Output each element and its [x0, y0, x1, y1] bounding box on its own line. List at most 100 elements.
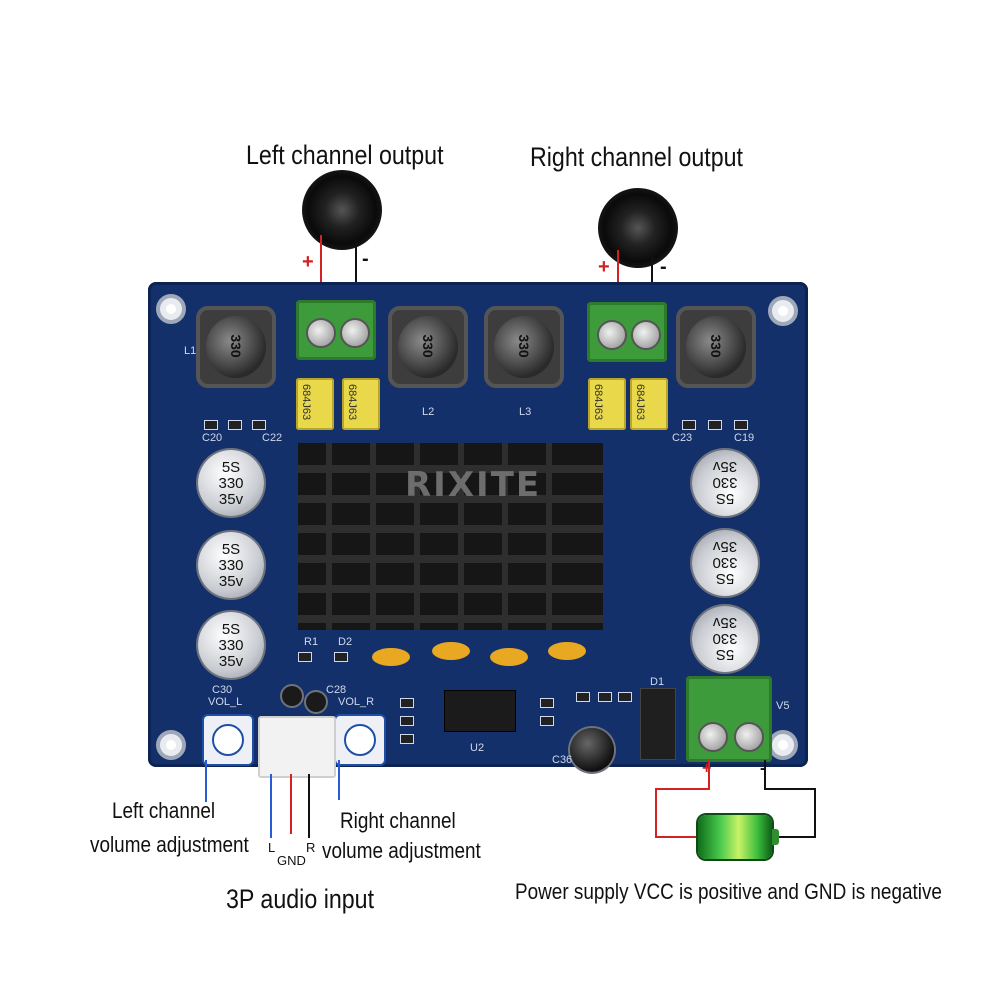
- left-channel-output-label: Left channel output: [246, 140, 444, 170]
- silk-r1: R1: [304, 636, 319, 648]
- brand-logo: RIXITE: [405, 465, 542, 505]
- left-volume-potentiometer[interactable]: [204, 716, 252, 764]
- silk-l2: L2: [422, 406, 435, 418]
- silk-l1: L1: [184, 345, 197, 357]
- battery-icon: [698, 815, 779, 859]
- smd-c20: [204, 420, 218, 430]
- left-speaker-red-wire: [320, 235, 322, 310]
- audio-pin-l-label: L: [268, 840, 276, 855]
- inductor-l3: 330: [484, 306, 564, 388]
- right-channel-output-label: Right channel output: [530, 142, 744, 172]
- right-volume-potentiometer[interactable]: [336, 716, 384, 764]
- power-plus-sign: +: [702, 760, 712, 777]
- smd-7: [598, 692, 612, 702]
- power-black-wire-to-battery: [778, 836, 816, 838]
- smd-c19: [734, 420, 748, 430]
- silk-d2: D2: [338, 636, 353, 648]
- diode-d1: [640, 688, 676, 760]
- right-minus-sign: -: [660, 256, 667, 278]
- audio-input-label: 3P audio input: [226, 884, 375, 914]
- smd-2: [400, 716, 414, 726]
- left-pot-callout-line: [205, 760, 207, 802]
- silk-v5: V5: [776, 700, 790, 712]
- smd-3: [400, 734, 414, 744]
- left-volume-label-line1: Left channel: [112, 798, 216, 823]
- power-supply-note: Power supply VCC is positive and GND is …: [515, 879, 942, 904]
- silk-vol-r: VOL_R: [338, 696, 375, 708]
- power-red-wire-vertical: [708, 760, 710, 790]
- silk-d1: D1: [650, 676, 665, 688]
- silk-c20: C20: [202, 432, 223, 444]
- film-capacitor-3: 684J63: [588, 378, 626, 430]
- smd-r1: [298, 652, 312, 662]
- film-capacitor-2: 684J63: [342, 378, 380, 430]
- smd-d2: [334, 652, 348, 662]
- smd-5: [540, 716, 554, 726]
- power-minus-sign: -: [760, 760, 766, 777]
- left-speaker-black-wire: [355, 240, 357, 305]
- inductor-l2: 330: [388, 306, 468, 388]
- smd-c22: [252, 420, 266, 430]
- right-terminal-screw-1[interactable]: [597, 320, 627, 350]
- left-terminal-screw-1[interactable]: [306, 318, 336, 348]
- audio-gnd-wire: [290, 774, 292, 834]
- power-black-wire-horizontal: [764, 788, 816, 790]
- mounting-hole-bottom-left: [156, 730, 186, 760]
- mounting-hole-top-left: [156, 294, 186, 324]
- left-output-terminal[interactable]: [296, 300, 376, 360]
- audio-pin-gnd-label: GND: [277, 853, 306, 868]
- right-output-terminal[interactable]: [587, 302, 667, 362]
- power-terminal-screw-2[interactable]: [734, 722, 764, 752]
- power-black-wire-vertical: [764, 760, 766, 790]
- film-capacitor-1: 684J63: [296, 378, 334, 430]
- smd-r9: [708, 420, 722, 430]
- smd-1: [400, 698, 414, 708]
- silk-c22: C22: [262, 432, 283, 444]
- film-capacitor-4: 684J63: [630, 378, 668, 430]
- ferrite-bead-1: [372, 648, 410, 666]
- audio-input-connector[interactable]: [258, 716, 336, 778]
- ferrite-bead-4: [548, 642, 586, 660]
- smd-r8: [228, 420, 242, 430]
- power-black-wire-down: [814, 788, 816, 838]
- electrolytic-cap-c36: [570, 728, 614, 772]
- smd-c23: [682, 420, 696, 430]
- silk-u2: U2: [470, 742, 485, 754]
- silk-c36: C36: [552, 754, 573, 766]
- right-plus-sign: +: [598, 256, 610, 278]
- power-red-wire-to-battery: [655, 836, 699, 838]
- right-speaker-icon: [598, 188, 678, 268]
- ferrite-bead-3: [490, 648, 528, 666]
- power-red-wire-horizontal: [655, 788, 710, 790]
- silk-l3: L3: [519, 406, 532, 418]
- mounting-hole-top-right: [768, 296, 798, 326]
- ferrite-bead-2: [432, 642, 470, 660]
- smd-8: [618, 692, 632, 702]
- power-terminal[interactable]: [686, 676, 772, 762]
- silk-c19: C19: [734, 432, 755, 444]
- right-volume-label-line2: volume adjustment: [322, 838, 481, 863]
- power-terminal-screw-1[interactable]: [698, 722, 728, 752]
- inductor-l4: 330: [676, 306, 756, 388]
- audio-r-wire: [308, 774, 310, 838]
- small-cap-1: [282, 686, 302, 706]
- inductor-l1: 330: [196, 306, 276, 388]
- silk-c23: C23: [672, 432, 693, 444]
- silk-c30: C30: [212, 684, 233, 696]
- left-speaker-icon: [302, 170, 382, 250]
- right-speaker-red-wire: [617, 250, 619, 312]
- left-terminal-screw-2[interactable]: [340, 318, 370, 348]
- small-cap-2: [306, 692, 326, 712]
- right-terminal-screw-2[interactable]: [631, 320, 661, 350]
- left-plus-sign: +: [302, 251, 314, 273]
- heatsink: [298, 443, 603, 630]
- left-volume-label-line2: volume adjustment: [90, 832, 249, 857]
- left-minus-sign: -: [362, 248, 369, 270]
- audio-l-wire: [270, 774, 272, 838]
